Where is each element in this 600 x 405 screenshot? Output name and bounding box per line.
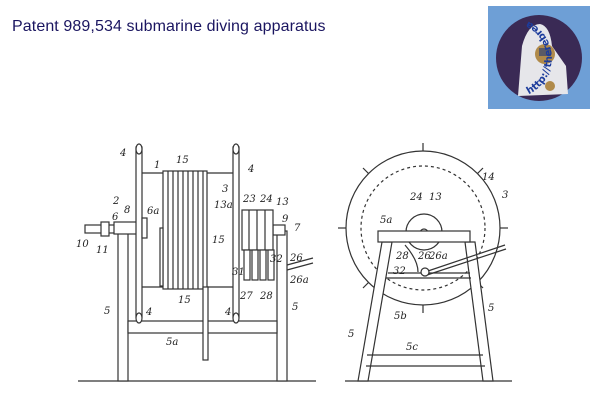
coupling (100, 221, 110, 237)
ref-label: 26 (289, 253, 303, 264)
ref-label: 27 (239, 291, 253, 302)
ref-label: 28 (259, 291, 273, 302)
ref-label: 26a (289, 275, 309, 286)
ref-label: 10 (76, 239, 89, 250)
ref-label: 4 (145, 307, 152, 318)
ref-label: 26 (417, 251, 431, 262)
ref-label: 15 (212, 235, 225, 246)
ref-label: 31 (232, 267, 245, 278)
ref-label: 4 (119, 148, 126, 159)
ref-label: 3 (502, 190, 508, 201)
hose-coils (159, 170, 209, 361)
ref-label: 14 (482, 172, 495, 183)
bearing-right (272, 224, 286, 236)
front-view: 24 13 3 14 5a 28 26 26a 32 5b 5 5 5c (338, 143, 512, 382)
ref-label: 5 (292, 302, 298, 313)
side-view: 4 1 15 4 3 13a 23 24 13 2 8 6a 6 9 7 10 … (76, 143, 316, 382)
ref-label: 2 (112, 196, 119, 207)
ref-label: 13 (276, 197, 289, 208)
leg-left (117, 230, 129, 382)
site-logo[interactable]: http://therebreathersite.nl (479, 6, 590, 113)
flange-left (135, 146, 143, 318)
ref-label: 24 (259, 194, 273, 205)
ref-label: 5c (406, 342, 418, 353)
ref-label: 7 (294, 223, 301, 234)
ref-label: 15 (176, 155, 189, 166)
ref-label: 32 (393, 266, 406, 277)
top-beam (377, 230, 471, 243)
ref-label: 26a (428, 251, 448, 262)
hanging-hose (202, 286, 209, 361)
ref-label: 5 (488, 303, 494, 314)
ref-label: 11 (96, 245, 109, 256)
ref-label: 5b (394, 311, 407, 322)
ref-label: 4 (247, 164, 254, 175)
ref-label: 5 (104, 306, 110, 317)
ref-label: 4 (224, 307, 231, 318)
ref-label: 9 (282, 214, 289, 225)
ref-label: 5 (348, 329, 354, 340)
ref-label: 13a (214, 200, 233, 211)
ref-label: 6 (112, 212, 119, 223)
ref-label: 3 (222, 184, 228, 195)
ref-label: 24 (409, 192, 423, 203)
ref-label: 28 (395, 251, 409, 262)
ref-label: 15 (178, 295, 191, 306)
diver-helmet-icon: http://therebreathersite.nl (479, 15, 582, 113)
ref-label: 8 (124, 205, 130, 216)
ref-label: 5a (166, 337, 178, 348)
ref-label: 13 (429, 192, 442, 203)
ref-label: 1 (154, 160, 160, 171)
ref-label: 23 (242, 194, 256, 205)
valve-assembly (241, 209, 314, 281)
handwheel-spokes (338, 143, 508, 313)
ref-label: 32 (270, 254, 283, 265)
ref-label: 6a (147, 206, 159, 217)
flange-right (232, 146, 240, 318)
page-title: Patent 989,534 submarine diving apparatu… (12, 18, 326, 35)
ref-label: 5a (380, 215, 392, 226)
